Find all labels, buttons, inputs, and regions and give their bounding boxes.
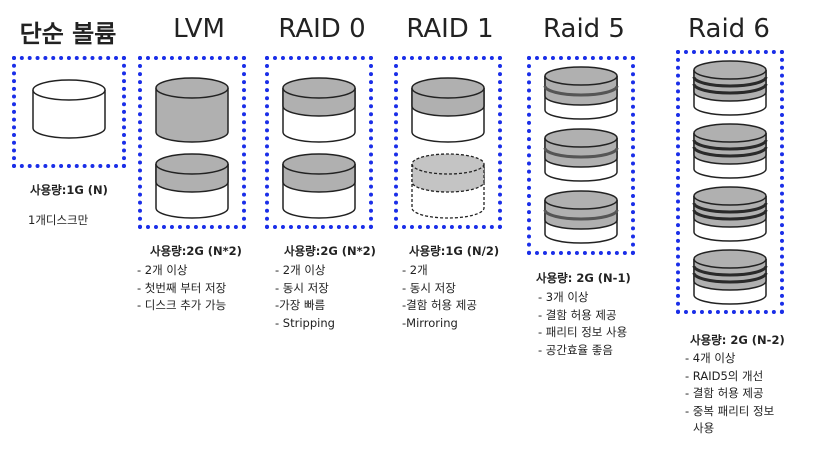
list-item: - 4개 이상 (685, 351, 736, 365)
disk-double-parity (692, 249, 768, 305)
list-item: - 동시 저장 (275, 280, 329, 295)
list-item: - 중복 패리티 정보 (685, 403, 775, 418)
list-item: -결함 허용 제공 (402, 298, 477, 312)
disk-parity (543, 66, 619, 120)
notes-raid0: - 2개 이상 - 동시 저장 -가장 빠름 - Stripping (275, 262, 335, 332)
list-item: - 첫번째 부터 저장 (137, 280, 227, 295)
title-raid5: Raid 5 (543, 14, 625, 44)
disk-half-filled (155, 153, 229, 219)
usage-lvm: 사용량:2G (N*2) (150, 244, 242, 258)
list-item: - 공간효율 좋음 (538, 342, 613, 357)
list-item: - 3개 이상 (538, 290, 589, 304)
disk-double-parity (692, 123, 768, 179)
list-item: - 디스크 추가 가능 (137, 298, 227, 312)
usage-raid5: 사용량: 2G (N-1) (536, 271, 631, 285)
lvm-disk-group (138, 56, 246, 229)
raid0-disk-group (265, 56, 373, 229)
title-raid1: RAID 1 (406, 14, 494, 44)
list-item: - 2개 이상 (137, 263, 188, 277)
list-item: -가장 빠름 (275, 298, 326, 312)
notes-raid1: - 2개 - 동시 저장 -결함 허용 제공 -Mirroring (402, 262, 477, 332)
notes-raid6: - 4개 이상 - RAID5의 개선 - 결함 허용 제공 - 중복 패리티 … (685, 350, 774, 438)
title-raid6: Raid 6 (688, 14, 770, 44)
disk-parity (543, 128, 619, 182)
disk-empty (32, 79, 106, 139)
list-item: 사용 (693, 421, 715, 435)
notes-lvm: - 2개 이상 - 첫번째 부터 저장 - 디스크 추가 가능 (137, 262, 226, 315)
note-simple-volume: 1개디스크만 (28, 213, 89, 227)
raid5-disk-group (527, 56, 635, 255)
title-raid0: RAID 0 (278, 14, 366, 44)
list-item: -Mirroring (402, 315, 458, 330)
usage-raid6: 사용량: 2G (N-2) (690, 333, 785, 347)
usage-raid0: 사용량:2G (N*2) (284, 244, 376, 258)
list-item: - 결함 허용 제공 (685, 386, 764, 400)
list-item: - 결함 허용 제공 (538, 307, 617, 322)
title-lvm: LVM (173, 14, 225, 44)
raid1-disk-group (394, 56, 502, 229)
disk-half-filled (411, 77, 485, 143)
usage-raid1: 사용량:1G (N/2) (409, 244, 500, 258)
disk-half-filled (282, 77, 356, 143)
title-simple-volume: 단순 볼륨 (19, 20, 117, 48)
list-item: - 2개 이상 (275, 263, 326, 277)
disk-double-parity (692, 186, 768, 242)
list-item: - 동시 저장 (402, 280, 456, 295)
usage-simple-volume: 사용량:1G (N) (30, 183, 108, 197)
list-item: - 2개 (402, 263, 428, 277)
list-item: - Stripping (275, 315, 335, 330)
disk-half-filled (282, 153, 356, 219)
disk-parity (543, 190, 619, 244)
raid6-disk-group (676, 50, 784, 314)
simple-volume-disk-group (12, 56, 126, 168)
list-item: - RAID5의 개선 (685, 368, 764, 383)
list-item: - 패리티 정보 사용 (538, 325, 628, 339)
disk-filled (155, 77, 229, 143)
notes-raid5: - 3개 이상 - 결함 허용 제공 - 패리티 정보 사용 - 공간효율 좋음 (538, 289, 627, 359)
disk-double-parity (692, 60, 768, 116)
disk-mirror-dashed (411, 153, 485, 219)
